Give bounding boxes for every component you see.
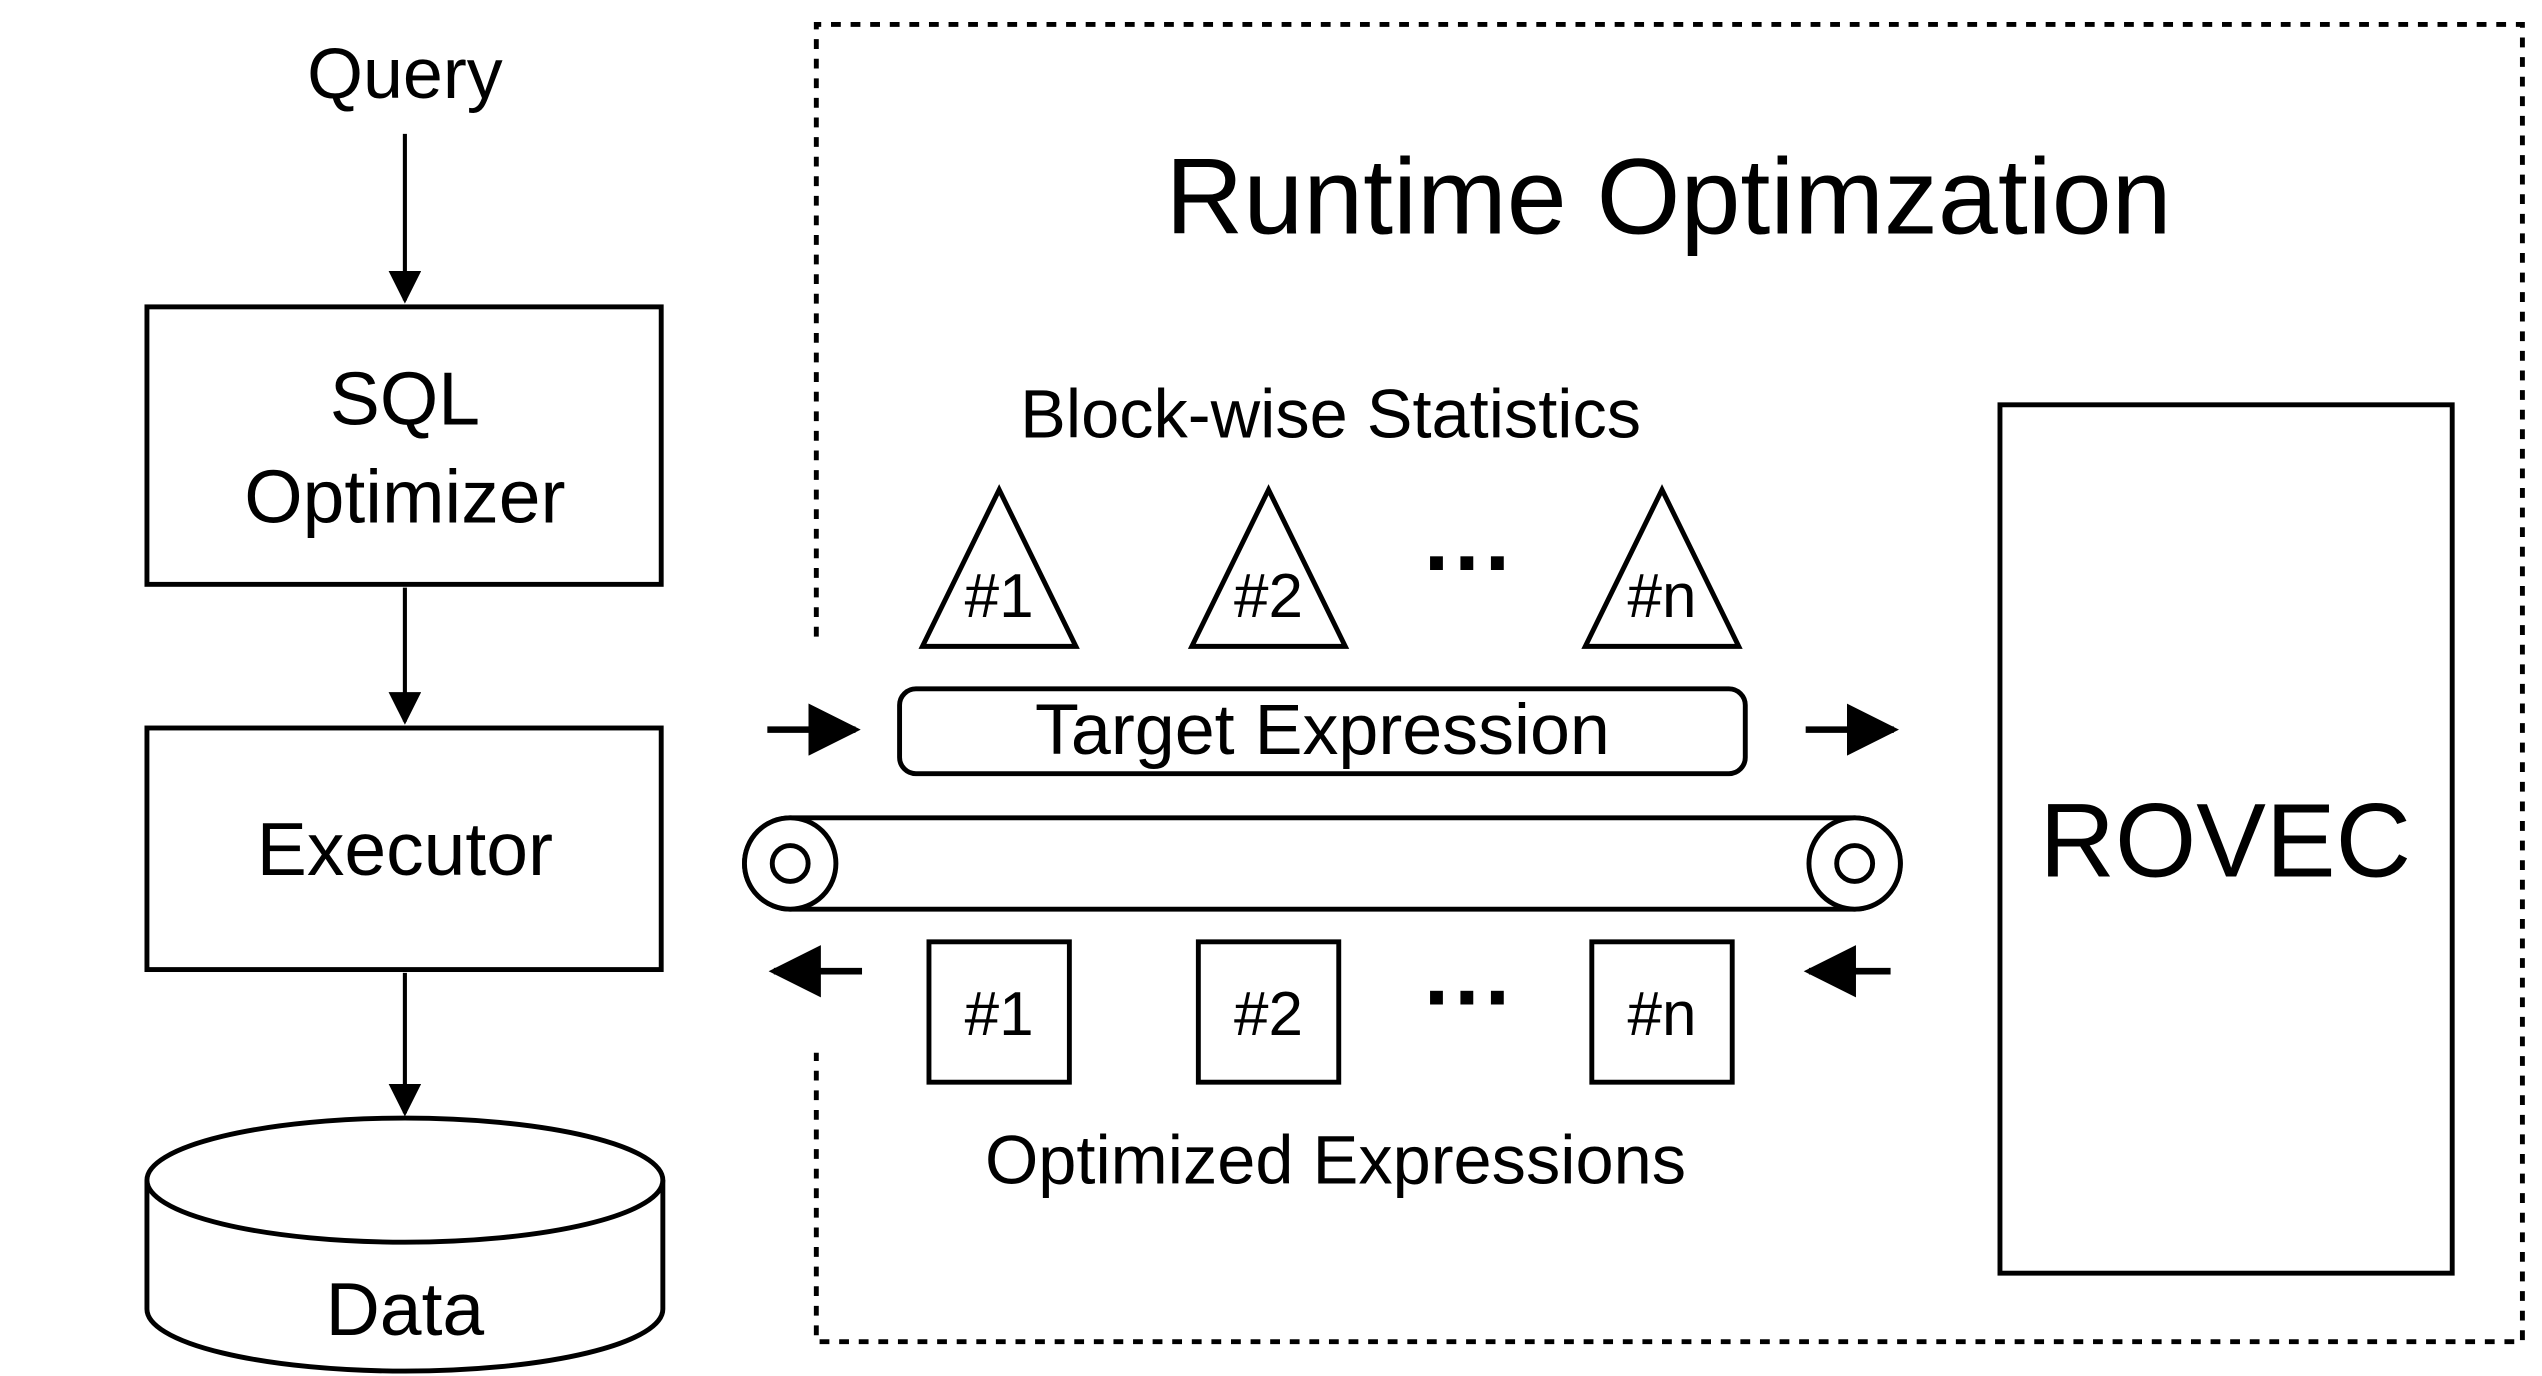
executor-box: Executor: [144, 725, 664, 973]
optimized-block-n: #n: [1589, 939, 1735, 1085]
runtime-title: Runtime Optimzation: [1166, 135, 2172, 256]
stats-block-1: #1: [918, 484, 1080, 649]
target-expression-box: Target Expression: [897, 686, 1748, 777]
optimized-block-n-label: #n: [1628, 980, 1697, 1049]
rovec-label: ROVEC: [2039, 783, 2411, 900]
optimized-label: Optimized Expressions: [985, 1121, 1686, 1198]
optimized-block-2: #2: [1195, 939, 1342, 1085]
executor-label: Executor: [257, 807, 553, 891]
data-cylinder: Data: [144, 1115, 666, 1374]
stats-label: Block-wise Statistics: [1020, 375, 1641, 452]
sql-optimizer-label-line2: Optimizer: [244, 454, 565, 538]
sql-optimizer-label-line1: SQL: [330, 356, 480, 440]
stats-ellipsis: ···: [1424, 512, 1515, 614]
runtime-region-border: [813, 22, 2525, 1345]
optimized-block-1-label: #1: [965, 980, 1034, 1049]
target-expression-label: Target Expression: [1035, 690, 1610, 770]
rovec-box: ROVEC: [1997, 402, 2455, 1276]
stats-block-n-label: #n: [1628, 562, 1697, 631]
optimized-block-2-label: #2: [1234, 980, 1303, 1049]
optimized-ellipsis: ···: [1424, 946, 1515, 1048]
stats-block-n: #n: [1581, 484, 1743, 649]
data-label: Data: [326, 1267, 485, 1351]
conveyor-belt: [742, 815, 1903, 912]
query-label: Query: [307, 34, 503, 114]
stats-block-2: #2: [1187, 484, 1350, 649]
stats-block-2-label: #2: [1234, 562, 1303, 631]
optimized-block-1: #1: [926, 939, 1072, 1085]
sql-optimizer-box: SQL Optimizer: [144, 304, 664, 587]
stats-block-1-label: #1: [965, 562, 1034, 631]
